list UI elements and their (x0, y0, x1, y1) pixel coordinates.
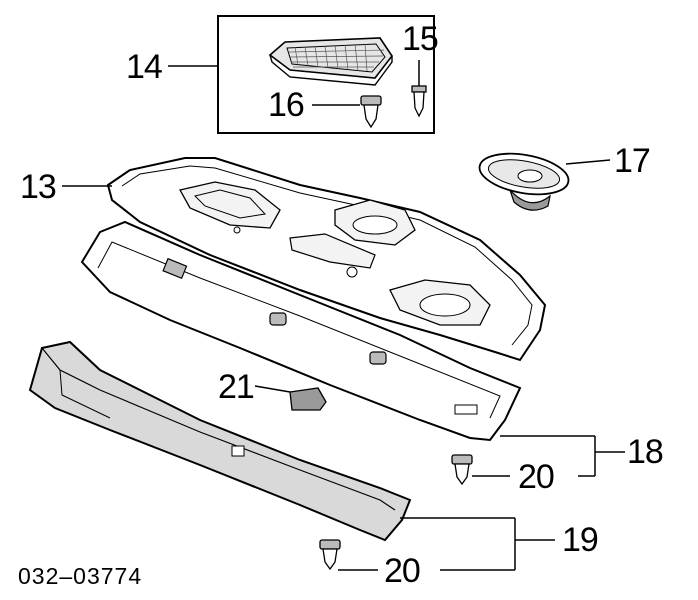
callout-13: 13 (20, 168, 57, 206)
shelf-frame-18 (80, 220, 625, 477)
callout-19: 19 (562, 521, 599, 559)
callout-18: 18 (627, 433, 664, 471)
callout-20-upper: 20 (518, 458, 555, 496)
trim-panel-19 (28, 340, 555, 571)
clip-16 (312, 95, 382, 129)
callout-14: 14 (126, 48, 163, 86)
rear-shelf-13 (62, 157, 547, 362)
callout-17: 17 (614, 142, 651, 180)
callout-21: 21 (218, 368, 255, 406)
speaker-17 (478, 152, 611, 211)
document-number: 032–03774 (18, 563, 143, 589)
callout-20-lower: 20 (384, 552, 421, 590)
clip-21 (254, 385, 327, 411)
inset-box-14 (217, 15, 435, 134)
clip-20-lower (319, 539, 378, 571)
callout-15: 15 (402, 20, 439, 58)
callout-16: 16 (268, 86, 305, 124)
clip-15 (411, 60, 427, 118)
clip-20-upper (451, 454, 510, 486)
speaker-grille (268, 37, 393, 86)
